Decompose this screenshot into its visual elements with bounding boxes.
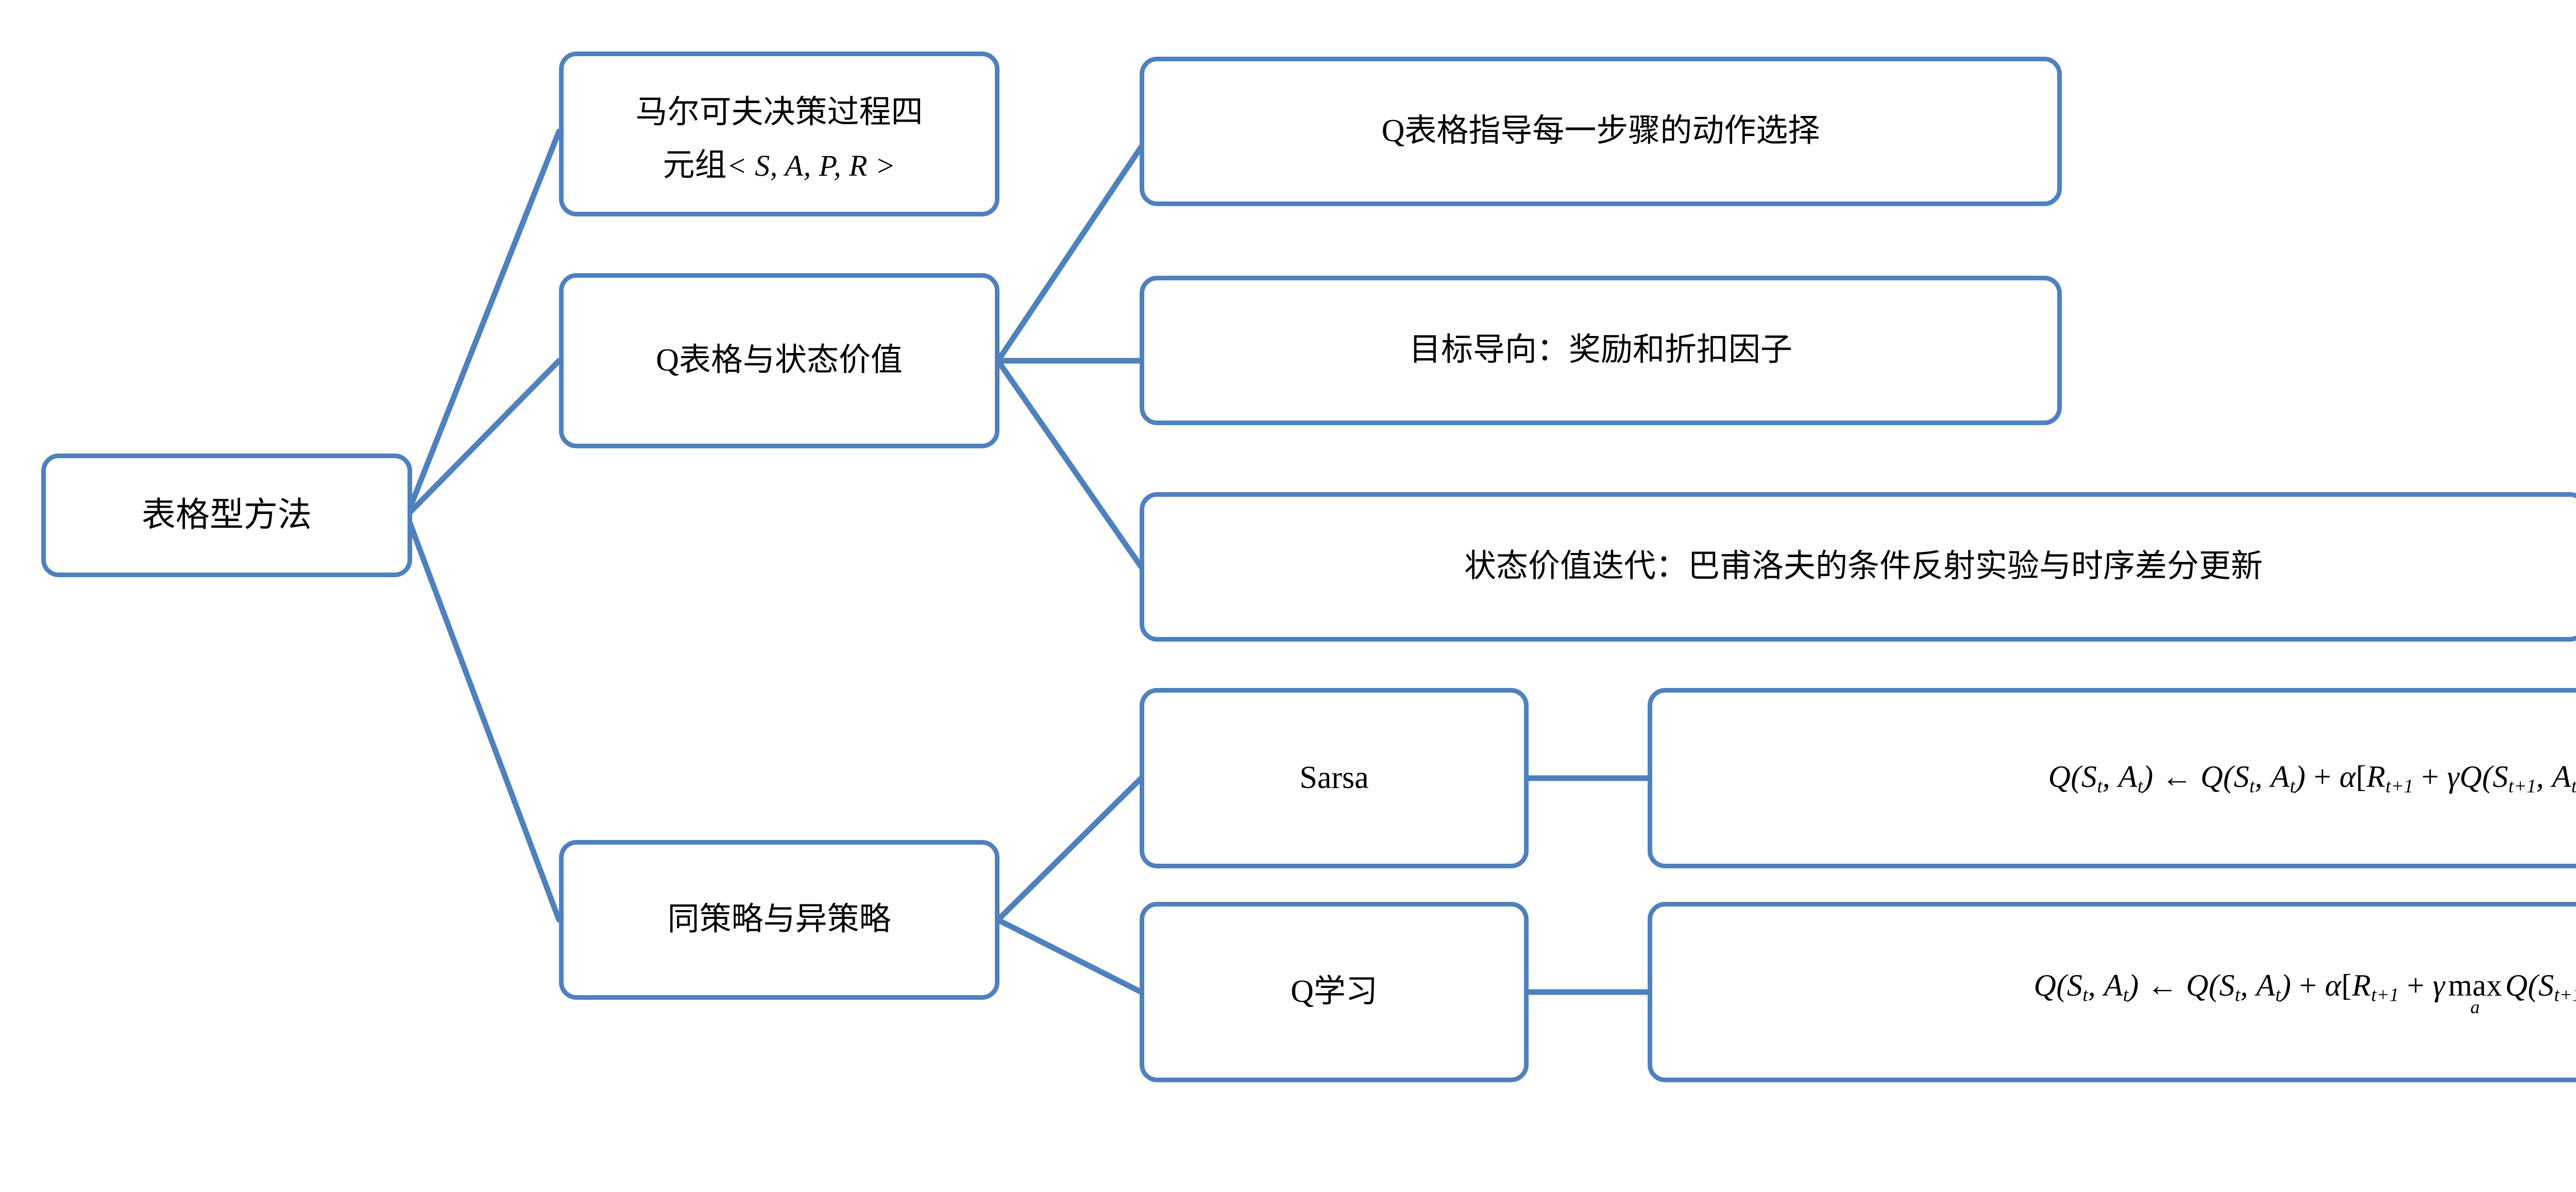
edge-root-mdp [404, 128, 562, 518]
edge-root-qtable [404, 358, 562, 518]
node-qtable[interactable]: Q表格与状态价值 [559, 273, 999, 448]
node-leaf-action[interactable]: Q表格指导每一步骤的动作选择 [1140, 57, 2062, 206]
edge-policy-qlearning [995, 917, 1144, 995]
node-mdp-line2-math: < S, A, P, R > [726, 149, 896, 183]
node-leaf-value-label: 状态价值迭代：巴甫洛夫的条件反射实验与时序差分更新 [1464, 549, 2263, 584]
node-mdp[interactable]: 马尔可夫决策过程四 元组< S, A, P, R > [559, 52, 999, 216]
edge-policy-sarsa [995, 775, 1144, 923]
node-root[interactable]: 表格型方法 [41, 454, 412, 577]
node-sarsa-label: Sarsa [1299, 760, 1369, 796]
node-sarsa[interactable]: Sarsa [1140, 688, 1529, 868]
node-qlearning-label: Q学习 [1291, 974, 1378, 1010]
edge-qtable-value [995, 358, 1144, 570]
node-leaf-action-label: Q表格指导每一步骤的动作选择 [1381, 113, 1820, 149]
node-leaf-goal-label: 目标导向：奖励和折扣因子 [1409, 332, 1792, 368]
node-qtable-label: Q表格与状态价值 [656, 343, 903, 378]
node-qlearning[interactable]: Q学习 [1140, 902, 1529, 1082]
node-leaf-goal[interactable]: 目标导向：奖励和折扣因子 [1140, 276, 2062, 425]
node-mdp-line1: 马尔可夫决策过程四 [635, 95, 923, 130]
edge-qtable-action [995, 144, 1144, 364]
edge-root-policy [404, 512, 562, 923]
formula-sarsa-text: Q(St, At) ← Q(St, At) + α[Rt+1 + γQ(St+1… [2048, 759, 2576, 797]
node-policy-label: 同策略与异策略 [667, 902, 891, 937]
node-mdp-line2-prefix: 元组 [663, 148, 727, 183]
node-policy[interactable]: 同策略与异策略 [559, 840, 999, 1000]
node-root-label: 表格型方法 [142, 496, 312, 534]
node-leaf-value[interactable]: 状态价值迭代：巴甫洛夫的条件反射实验与时序差分更新 [1140, 492, 2576, 642]
node-formula-sarsa[interactable]: Q(St, At) ← Q(St, At) + α[Rt+1 + γQ(St+1… [1648, 688, 2576, 868]
node-mdp-label: 马尔可夫决策过程四 元组< S, A, P, R > [624, 81, 934, 187]
